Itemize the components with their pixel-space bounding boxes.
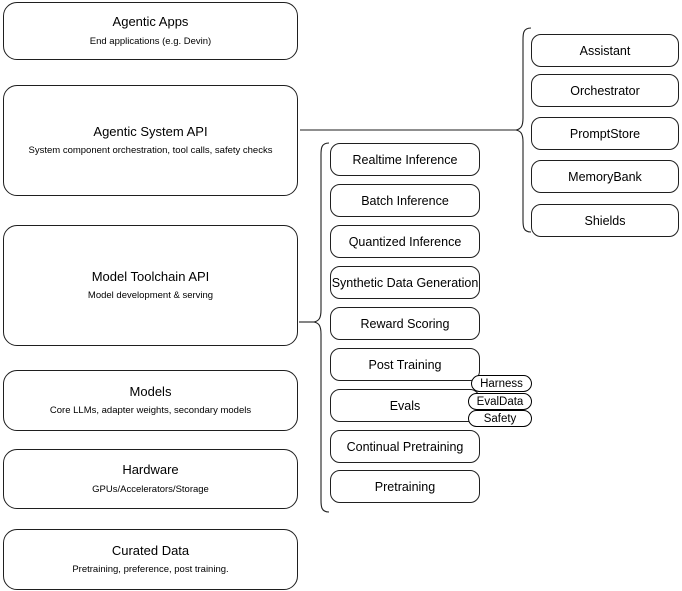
layer-model-toolchain-api[interactable]: Model Toolchain API Model development & … bbox=[3, 225, 298, 346]
toolchain-item-pretraining[interactable]: Pretraining bbox=[330, 470, 480, 503]
system-item-memorybank[interactable]: MemoryBank bbox=[531, 160, 679, 193]
system-item-label: MemoryBank bbox=[568, 169, 642, 184]
evals-badge-harness[interactable]: Harness bbox=[471, 375, 532, 392]
layer-subtitle: Core LLMs, adapter weights, secondary mo… bbox=[49, 405, 252, 417]
layer-hardware[interactable]: Hardware GPUs/Accelerators/Storage bbox=[3, 449, 298, 509]
toolchain-item-label: Pretraining bbox=[374, 479, 436, 494]
toolchain-item-label: Reward Scoring bbox=[360, 316, 450, 331]
system-item-label: Orchestrator bbox=[570, 83, 640, 98]
system-item-assistant[interactable]: Assistant bbox=[531, 34, 679, 67]
layer-curated-data[interactable]: Curated Data Pretraining, preference, po… bbox=[3, 529, 298, 590]
toolchain-item-synthetic-data-generation[interactable]: Synthetic Data Generation bbox=[330, 266, 480, 299]
layer-agentic-apps[interactable]: Agentic Apps End applications (e.g. Devi… bbox=[3, 2, 298, 60]
toolchain-item-realtime-inference[interactable]: Realtime Inference bbox=[330, 143, 480, 176]
system-item-label: PromptStore bbox=[569, 126, 641, 141]
evals-badge-evaldata[interactable]: EvalData bbox=[468, 393, 532, 410]
evals-badge-safety[interactable]: Safety bbox=[468, 410, 532, 427]
toolchain-item-reward-scoring[interactable]: Reward Scoring bbox=[330, 307, 480, 340]
layer-title: Models bbox=[129, 383, 172, 399]
toolchain-item-label: Realtime Inference bbox=[352, 152, 458, 167]
toolchain-item-batch-inference[interactable]: Batch Inference bbox=[330, 184, 480, 217]
layer-subtitle: End applications (e.g. Devin) bbox=[89, 35, 212, 47]
toolchain-item-label: Continual Pretraining bbox=[346, 439, 464, 454]
layer-title: Model Toolchain API bbox=[91, 268, 210, 284]
toolchain-item-label: Batch Inference bbox=[361, 193, 449, 208]
toolchain-item-label: Synthetic Data Generation bbox=[331, 275, 479, 290]
evals-badge-label: Harness bbox=[480, 377, 523, 390]
evals-badge-label: Safety bbox=[483, 412, 517, 425]
system-item-label: Assistant bbox=[579, 43, 631, 58]
layer-subtitle: GPUs/Accelerators/Storage bbox=[92, 483, 209, 495]
toolchain-item-evals[interactable]: Evals bbox=[330, 389, 480, 422]
system-item-label: Shields bbox=[584, 213, 626, 228]
layer-title: Curated Data bbox=[111, 542, 190, 558]
middle-bracket bbox=[313, 142, 330, 513]
layer-title: Hardware bbox=[122, 462, 179, 478]
layer-subtitle: Model development & serving bbox=[87, 290, 214, 302]
toolchain-item-quantized-inference[interactable]: Quantized Inference bbox=[330, 225, 480, 258]
layer-subtitle: System component orchestration, tool cal… bbox=[28, 145, 273, 157]
right-bracket bbox=[515, 27, 532, 233]
evals-badge-label: EvalData bbox=[476, 395, 524, 408]
toolchain-item-continual-pretraining[interactable]: Continual Pretraining bbox=[330, 430, 480, 463]
system-item-shields[interactable]: Shields bbox=[531, 204, 679, 237]
layer-agentic-system-api[interactable]: Agentic System API System component orch… bbox=[3, 85, 298, 196]
system-item-orchestrator[interactable]: Orchestrator bbox=[531, 74, 679, 107]
layer-models[interactable]: Models Core LLMs, adapter weights, secon… bbox=[3, 370, 298, 431]
toolchain-item-label: Post Training bbox=[368, 357, 442, 372]
toolchain-item-label: Quantized Inference bbox=[348, 234, 462, 249]
system-item-promptstore[interactable]: PromptStore bbox=[531, 117, 679, 150]
toolchain-item-post-training[interactable]: Post Training bbox=[330, 348, 480, 381]
toolchain-item-label: Evals bbox=[389, 398, 421, 413]
layer-title: Agentic System API bbox=[93, 123, 208, 139]
layer-subtitle: Pretraining, preference, post training. bbox=[72, 564, 229, 576]
layer-title: Agentic Apps bbox=[112, 14, 189, 30]
